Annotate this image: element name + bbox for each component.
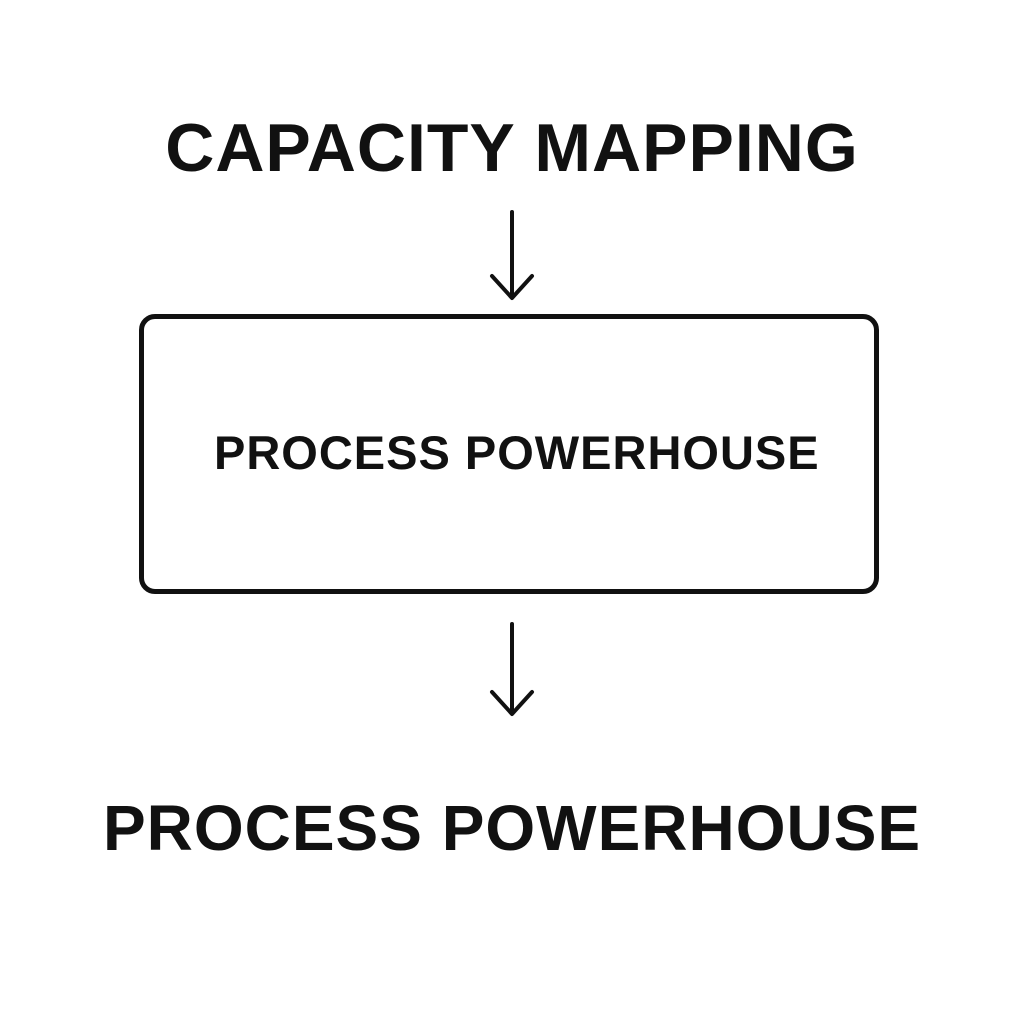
- process-box: [139, 314, 879, 594]
- down-arrow-icon: [490, 210, 534, 300]
- down-arrow-icon: [490, 622, 534, 716]
- top-label: CAPACITY MAPPING: [165, 110, 859, 186]
- bottom-label: PROCESS POWERHOUSE: [102, 792, 922, 864]
- process-box-label: PROCESS POWERHOUSE: [214, 426, 820, 479]
